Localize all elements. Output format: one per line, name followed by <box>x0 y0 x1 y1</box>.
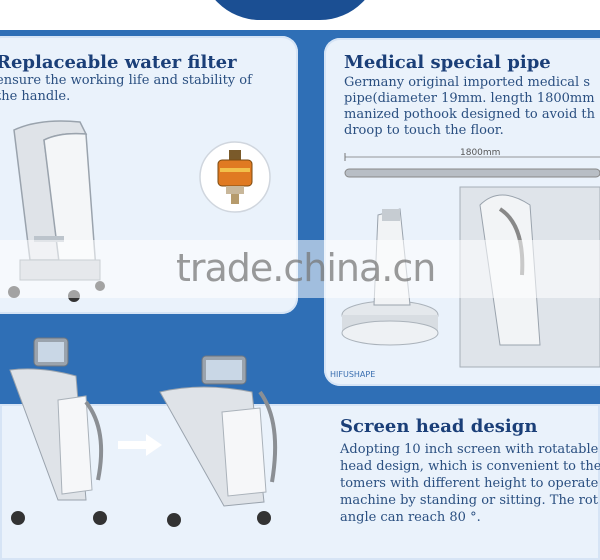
pipe-length-label: 1800mm <box>460 148 500 158</box>
water-filter-description: ensure the working life and stability of… <box>0 73 252 104</box>
watermark-band <box>0 240 600 298</box>
water-filter-image <box>199 141 271 213</box>
pipe-title: Medical special pipe <box>344 52 551 73</box>
watermark-text: trade.china.cn <box>176 246 436 290</box>
water-filter-title: Replaceable water filter <box>0 52 237 73</box>
machine-front-image-2 <box>159 355 278 527</box>
machine-front-image-1 <box>9 337 107 525</box>
screen-head-description: Adopting 10 inch screen with rotatable h… <box>340 442 600 525</box>
top-decorative-arc <box>200 0 380 20</box>
pipe-description: Germany original imported medical s pipe… <box>344 75 596 138</box>
arrow-icon <box>118 434 162 456</box>
screen-head-title: Screen head design <box>340 416 538 437</box>
brand-label: HIFUSHAPE <box>330 370 375 379</box>
